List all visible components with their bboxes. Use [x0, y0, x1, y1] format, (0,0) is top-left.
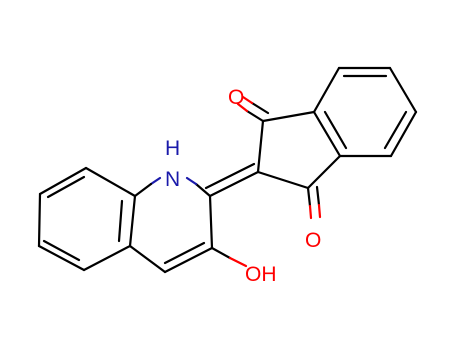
hydroxyl-label: OH — [245, 263, 277, 286]
quinoline-heteroring — [128, 176, 214, 274]
oxygen-bottom-label: O — [305, 229, 321, 252]
hydroxyl-bond — [210, 246, 248, 268]
quinoline-benzene-ring — [37, 166, 137, 272]
nitrogen-label: N — [165, 168, 180, 191]
carbonyl-top — [236, 95, 270, 123]
carbonyl-bottom — [306, 185, 322, 220]
cyclopentane-ring — [256, 110, 342, 190]
oxygen-top-label: O — [228, 86, 244, 109]
exocyclic-double-bond — [204, 162, 260, 198]
indandione-benzene-ring — [312, 66, 418, 158]
nitrogen-hydrogen-label: H — [165, 137, 180, 160]
